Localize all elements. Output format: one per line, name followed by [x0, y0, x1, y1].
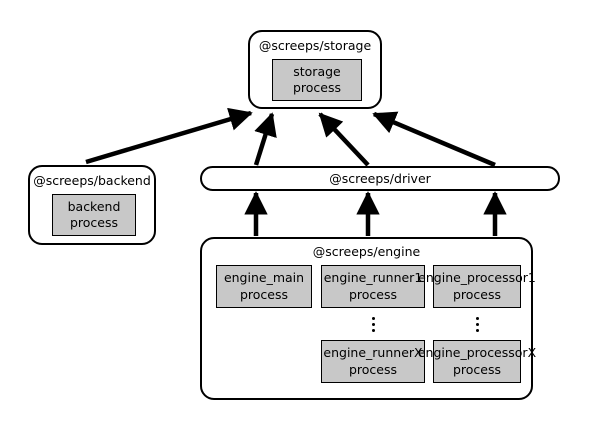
process-storage-kind: process: [292, 80, 342, 95]
process-engine-processorX-kind: process: [452, 361, 502, 377]
process-backend[interactable]: backend process: [52, 194, 136, 236]
process-engine-processor1-name: engine_processor1: [418, 270, 536, 285]
package-storage[interactable]: @screeps/storage storage process: [248, 30, 382, 109]
process-engine-runnerX[interactable]: engine_runnerX process: [321, 340, 425, 383]
package-driver[interactable]: @screeps/driver: [200, 166, 560, 191]
process-backend-kind: process: [69, 215, 119, 230]
process-engine-main[interactable]: engine_main process: [216, 265, 312, 308]
process-engine-processor1-kind: process: [452, 286, 502, 302]
process-engine-runner1-name: engine_runner1: [323, 270, 423, 285]
package-engine-label: @screeps/engine: [312, 244, 421, 259]
vertical-ellipsis-icon-processor: [469, 313, 485, 335]
package-backend[interactable]: @screeps/backend backend process: [28, 165, 156, 245]
vertical-ellipsis-icon-runner: [365, 313, 381, 335]
process-engine-processor1[interactable]: engine_processor1 process: [418, 265, 536, 308]
edge-backend-to-storage: [85, 107, 253, 165]
package-storage-label: @screeps/storage: [258, 38, 372, 53]
process-storage[interactable]: storage process: [272, 59, 362, 101]
process-backend-name: backend: [67, 198, 121, 214]
process-engine-main-kind: process: [239, 286, 289, 302]
process-engine-runner1-kind: process: [348, 286, 398, 302]
process-engine-processorX[interactable]: engine_processorX process: [418, 340, 536, 383]
package-driver-label: @screeps/driver: [329, 171, 431, 186]
process-engine-processorX-name: engine_processorX: [417, 345, 537, 360]
package-engine[interactable]: @screeps/engine engine_main process engi…: [200, 237, 536, 400]
process-engine-runnerX-name: engine_runnerX: [323, 345, 423, 360]
edge-driver-to-storage-2: [318, 112, 370, 167]
process-engine-runnerX-kind: process: [348, 361, 398, 377]
package-backend-label: @screeps/backend: [33, 173, 151, 188]
edge-driver-to-storage-1: [253, 112, 277, 166]
process-storage-name: storage: [293, 63, 341, 79]
process-engine-main-name: engine_main: [223, 270, 305, 285]
process-engine-runner1[interactable]: engine_runner1 process: [321, 265, 425, 308]
edge-driver-to-storage-3: [372, 111, 496, 168]
